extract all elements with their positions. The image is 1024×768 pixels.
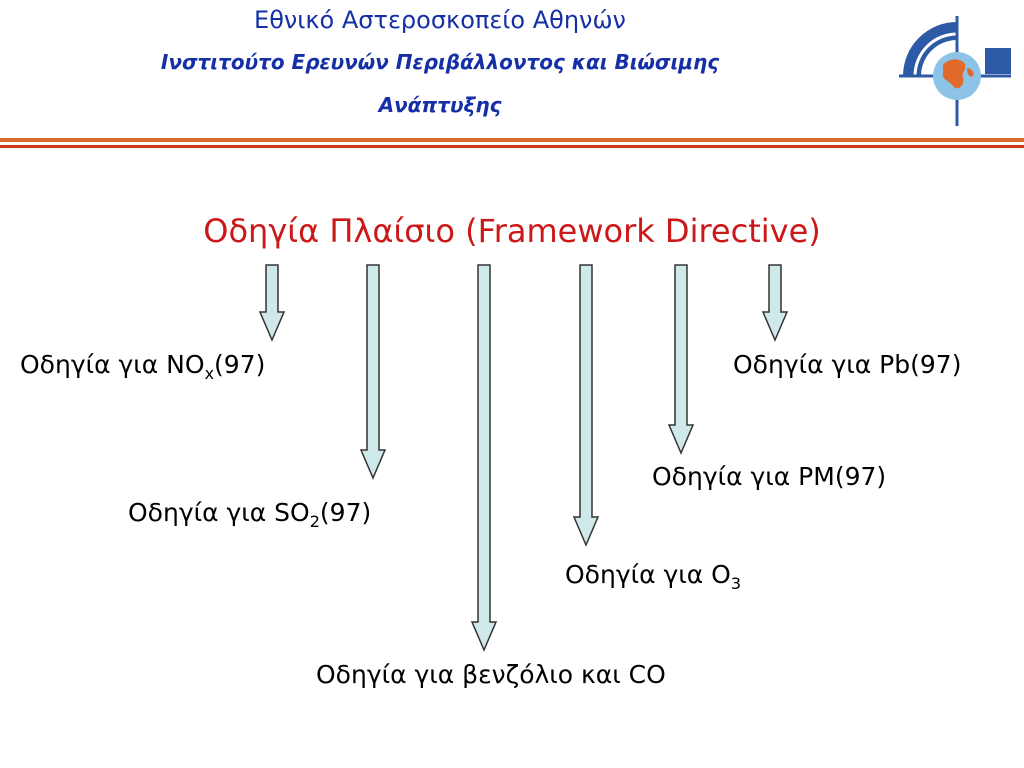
globe-logo-icon — [899, 16, 1011, 126]
o3-directive-label: Οδηγία για O3 — [565, 560, 742, 593]
pm-directive-label: Οδηγία για PM(97) — [652, 462, 887, 491]
nox-directive-label: Οδηγία για NOx(97) — [20, 350, 266, 383]
institute-name-line1: Ινστιτούτο Ερευνών Περιβάλλοντος και Βιώ… — [160, 50, 720, 74]
arrow-to-o3 — [572, 264, 600, 547]
arrow-to-nox — [258, 264, 286, 342]
benzene-co-directive-label: Οδηγία για βενζόλιο και CO — [316, 660, 666, 689]
so2-directive-label: Οδηγία για SO2(97) — [128, 498, 372, 531]
arrow-to-benzene — [470, 264, 498, 652]
arrow-to-pm — [667, 264, 695, 455]
institute-name-line2: Ανάπτυξης — [378, 93, 502, 117]
pb-directive-label: Οδηγία για Pb(97) — [733, 350, 962, 379]
institution-name: Εθνικό Αστεροσκοπείο Αθηνών — [254, 6, 626, 34]
header-rule-orange — [0, 138, 1024, 142]
framework-directive-title: Οδηγία Πλαίσιο (Framework Directive) — [203, 212, 821, 250]
arrow-to-pb — [761, 264, 789, 342]
header-rule-red — [0, 145, 1024, 148]
arrow-to-so2 — [359, 264, 387, 480]
